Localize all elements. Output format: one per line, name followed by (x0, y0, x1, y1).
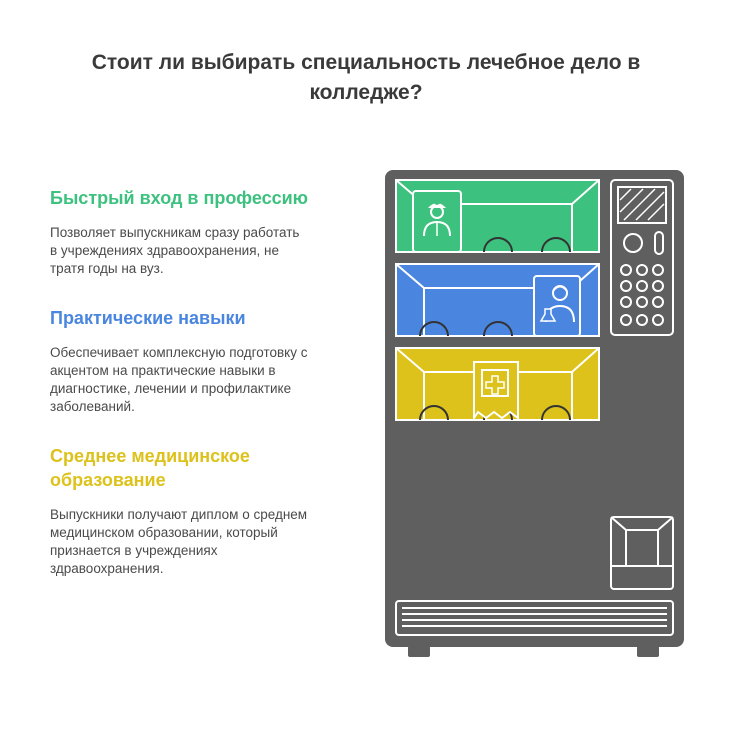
body-line: медицинском образовании, который (50, 525, 278, 540)
section-secondary-education: Среднее медицинское образование Выпускни… (50, 444, 360, 578)
section-body: Позволяет выпускникам сразу работать в у… (50, 224, 360, 278)
body-line: тратя годы на вуз. (50, 261, 164, 276)
heading-line: образование (50, 470, 166, 490)
title-line-1: Стоит ли выбирать специальность лечебное… (91, 51, 641, 74)
section-heading: Практические навыки (50, 308, 246, 328)
body-line: признается в учреждениях (50, 543, 218, 558)
body-line: Выпускники получают диплом о среднем (50, 507, 308, 522)
body-line: акцентом на практические навыки в (50, 363, 276, 378)
section-heading: Быстрый вход в профессию (50, 188, 309, 208)
body-line: в учреждениях здравоохранения, не (50, 243, 279, 258)
machine-foot-left (408, 646, 430, 657)
dispenser-slot (610, 516, 674, 590)
section-body: Выпускники получают диплом о среднем мед… (50, 506, 360, 578)
title-line-2: колледже? (309, 81, 423, 104)
control-panel (610, 179, 674, 336)
scientist-icon (533, 275, 581, 337)
page-title: Стоит ли выбирать специальность лечебное… (0, 48, 732, 108)
section-practical-skills: Практические навыки Обеспечивает комплек… (50, 306, 360, 416)
shelf-blue (395, 263, 600, 337)
heading-line: Среднее медицинское (50, 446, 250, 466)
keypad (620, 264, 664, 326)
section-body: Обеспечивает комплексную подготовку с ак… (50, 344, 360, 416)
section-heading: Среднее медицинское образование (50, 444, 360, 492)
body-line: здравоохранения. (50, 561, 164, 576)
body-line: Обеспечивает комплексную подготовку с (50, 345, 308, 360)
coin-button (623, 233, 643, 253)
machine-foot-right (637, 646, 659, 657)
coin-slot (654, 231, 664, 255)
section-fast-entry: Быстрый вход в профессию Позволяет выпус… (50, 186, 360, 278)
medical-document-icon (473, 361, 519, 422)
shelf-green (395, 179, 600, 253)
doctor-icon (412, 190, 462, 253)
display-screen (617, 186, 667, 224)
body-line: диагностике, лечении и профилактике (50, 381, 292, 396)
body-line: заболеваний. (50, 399, 135, 414)
body-line: Позволяет выпускникам сразу работать (50, 225, 300, 240)
shelf-yellow (395, 347, 600, 422)
vent-grille (395, 600, 674, 636)
